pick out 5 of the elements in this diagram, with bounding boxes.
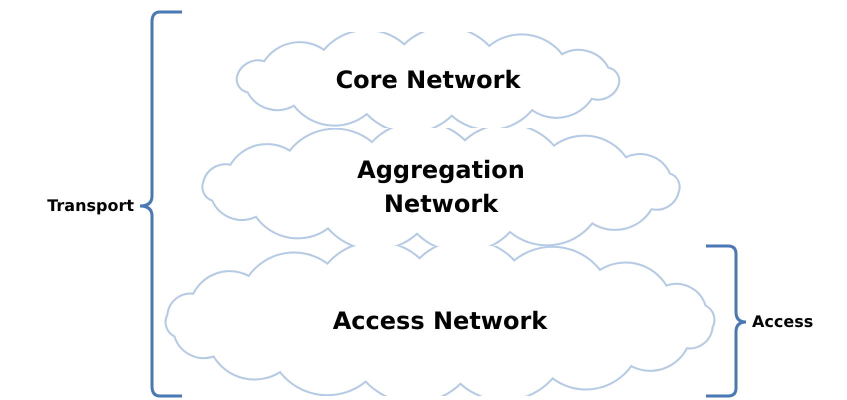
cloud-label: Core Network [336, 65, 520, 96]
cloud-label: Aggregation Network [356, 155, 526, 220]
cloud-label: Access Network [332, 306, 548, 337]
bracket-label: Transport [47, 196, 134, 215]
bracket-label: Access [752, 312, 814, 331]
